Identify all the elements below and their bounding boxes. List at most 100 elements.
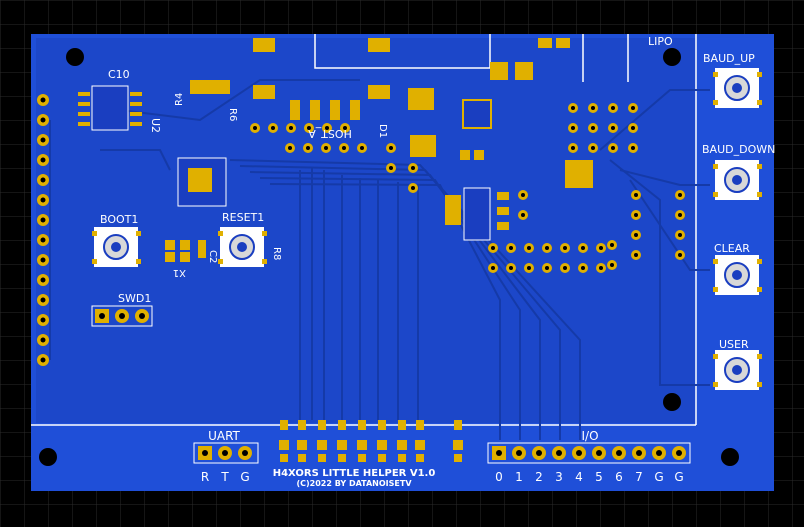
io-pin-hole: [676, 450, 682, 456]
credits-copyright: (C)2022 BY DATANOISETV: [296, 479, 412, 488]
ic-mcu: [177, 157, 227, 207]
via-hole: [631, 146, 635, 150]
credits-title: H4XORS LITTLE HELPER V1.0: [273, 468, 436, 479]
test-pad: [378, 454, 386, 462]
switch-pad: [713, 259, 718, 264]
via-hole: [491, 246, 495, 250]
via-hole: [253, 126, 257, 130]
via-hole: [678, 213, 682, 217]
via-hole: [521, 193, 525, 197]
copper-pour: [36, 38, 696, 423]
switch-center: [732, 270, 742, 280]
switch-pad: [713, 382, 718, 387]
via-hole: [581, 266, 585, 270]
via-hole: [389, 146, 393, 150]
label-clear: CLEAR: [714, 242, 750, 255]
switch-pad: [713, 354, 718, 359]
test-pad: [398, 454, 406, 462]
test-pad: [298, 420, 306, 430]
via-hole: [545, 246, 549, 250]
via-hole: [581, 246, 585, 250]
traces: [49, 79, 710, 440]
left-pin-hole: [40, 317, 46, 323]
via-hole: [611, 126, 615, 130]
switch-center: [237, 242, 247, 252]
switch-pad: [713, 287, 718, 292]
via-hole: [288, 146, 292, 150]
via-hole: [678, 233, 682, 237]
test-pad: [318, 454, 326, 462]
switch-pad: [713, 192, 718, 197]
test-pad: [358, 420, 366, 430]
switch-pad: [713, 164, 718, 169]
test-pad: [453, 440, 463, 450]
switch-pad: [262, 231, 267, 236]
pin-label: 2: [535, 470, 543, 484]
via-hole: [563, 246, 567, 250]
left-pin-hole: [40, 137, 46, 143]
via-hole: [563, 266, 567, 270]
via-hole: [634, 233, 638, 237]
switch-center: [732, 83, 742, 93]
switch-pad: [262, 259, 267, 264]
test-pad: [280, 420, 288, 430]
switch-pad: [218, 259, 223, 264]
switch-pad: [713, 72, 718, 77]
io-pin-hole: [496, 450, 502, 456]
via-hole: [411, 186, 415, 190]
switch-pad: [757, 259, 762, 264]
test-pad: [318, 420, 326, 430]
via-hole: [591, 146, 595, 150]
label-lipo: LIPO: [648, 35, 673, 48]
label-r8: R8: [271, 247, 282, 260]
test-pad: [378, 420, 386, 430]
via-hole: [491, 266, 495, 270]
io-pin-hole: [556, 450, 562, 456]
via-hole: [509, 246, 513, 250]
via-hole: [545, 266, 549, 270]
via-hole: [610, 243, 614, 247]
via-field: [250, 103, 685, 273]
io-pin-hole: [576, 450, 582, 456]
label-swd: SWD1: [118, 292, 151, 305]
test-pad: [280, 454, 288, 462]
test-pad: [416, 454, 424, 462]
left-pin-hole: [40, 357, 46, 363]
left-edge-header: [37, 94, 49, 366]
switch-pad: [757, 287, 762, 292]
tactile-switches: [92, 68, 762, 390]
label-boot: BOOT1: [100, 213, 138, 226]
io-header: [487, 442, 691, 464]
via-hole: [610, 263, 614, 267]
label-reset: RESET1: [222, 211, 264, 224]
ic-usb-chip: [190, 80, 230, 94]
via-hole: [271, 126, 275, 130]
switch-center: [732, 175, 742, 185]
left-pin-hole: [40, 337, 46, 343]
uart-title: UART: [208, 429, 240, 443]
via-hole: [527, 246, 531, 250]
test-pad: [338, 420, 346, 430]
label-host: HOST_A: [308, 127, 352, 140]
via-hole: [631, 106, 635, 110]
via-hole: [324, 146, 328, 150]
test-pad: [415, 440, 425, 450]
via-hole: [509, 266, 513, 270]
pin-label: 3: [555, 470, 563, 484]
pin-label: 0: [495, 470, 503, 484]
ic-regulator: [445, 187, 509, 241]
switch-pad: [757, 354, 762, 359]
pin-label: R: [201, 470, 209, 484]
via-hole: [307, 126, 311, 130]
label-baud-down: BAUD_DOWN: [702, 143, 775, 156]
via-hole: [527, 266, 531, 270]
pin-label: 5: [595, 470, 603, 484]
left-pin-hole: [40, 257, 46, 263]
via-hole: [342, 146, 346, 150]
via-hole: [411, 166, 415, 170]
via-hole: [389, 166, 393, 170]
left-pin-hole: [40, 197, 46, 203]
smd-pads: [165, 38, 570, 262]
mounting-holes: [39, 48, 739, 466]
left-pin-hole: [40, 217, 46, 223]
